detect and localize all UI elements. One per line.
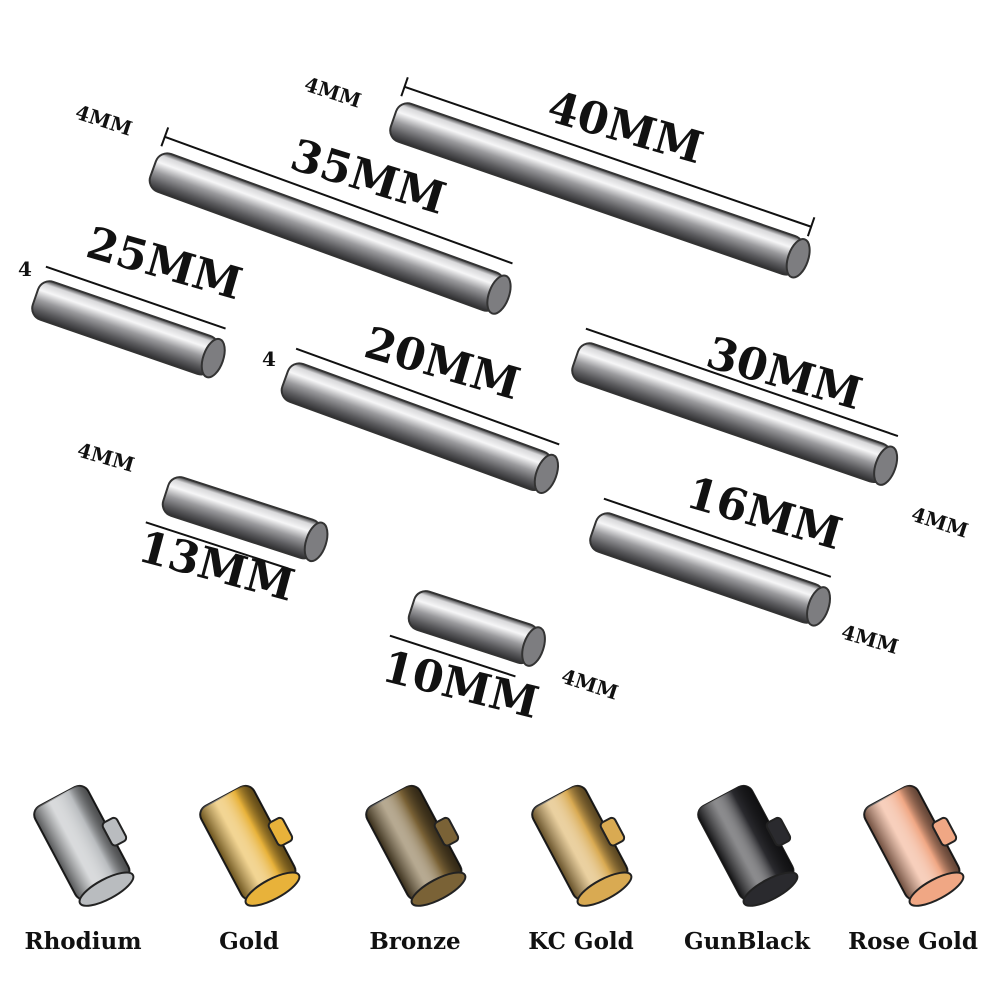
finish-swatches [33,784,965,907]
width-label-20mm: 4 [262,347,276,371]
finish-label-gold: Gold [219,928,279,955]
finish-swatch-rhodium [33,784,135,907]
tube-40mm [389,76,816,279]
finish-swatch-rose-gold [863,784,965,907]
width-label-40mm: 4MM [301,72,364,113]
tube-20mm [280,347,560,494]
finish-label-kc-gold: KC Gold [528,928,634,955]
finish-swatch-bronze [365,784,467,907]
finish-label-bronze: Bronze [369,928,461,955]
finish-label-rose-gold: Rose Gold [848,928,978,955]
label-25mm: 25MM [81,218,248,311]
width-label-13mm: 4MM [75,438,138,477]
tube-10mm [389,590,546,678]
tube-35mm [148,127,513,315]
tube-16mm [589,497,832,627]
tube-13mm [145,476,329,570]
width-label-10mm: 4MM [558,664,621,705]
finish-swatch-kc-gold [531,784,633,907]
finish-swatch-gunblack [697,784,799,907]
width-label-30mm: 4MM [908,502,971,543]
tube-25mm [31,265,226,379]
width-label-35mm: 4MM [72,100,135,141]
finish-swatch-gold [199,784,301,907]
finish-label-gunblack: GunBlack [683,928,811,955]
tube-30mm [571,327,899,486]
finish-label-rhodium: Rhodium [24,928,142,955]
width-label-25mm: 4 [18,257,32,281]
width-label-16mm: 4MM [839,620,902,659]
